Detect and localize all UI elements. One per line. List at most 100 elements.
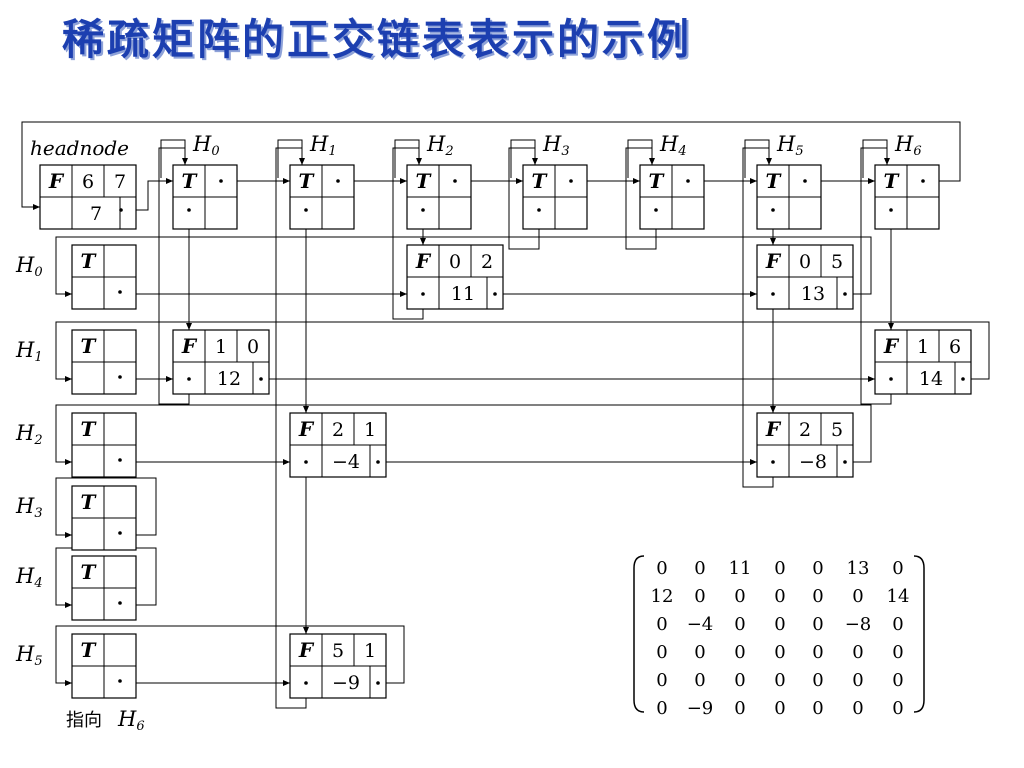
matrix-cell: 0 — [892, 558, 903, 579]
matrix-cell: 0 — [656, 614, 667, 635]
col-cell: 1 — [364, 419, 376, 441]
link-line — [394, 139, 422, 178]
value-cell: −4 — [332, 451, 360, 473]
link-line — [55, 477, 157, 538]
pointer-dot — [453, 179, 457, 183]
tag-cell: T — [416, 169, 433, 193]
matrix-cell: −8 — [845, 614, 872, 635]
matrix-cell: 0 — [852, 586, 863, 607]
link-line — [510, 139, 538, 178]
col-cell: 0 — [247, 336, 259, 358]
matrix-cell: 0 — [694, 586, 705, 607]
column-head-5: T — [756, 164, 822, 230]
row-cell: 0 — [799, 251, 811, 273]
column-head-label-1: H1 — [309, 132, 337, 159]
tag-cell: F — [181, 334, 198, 358]
matrix-cell: 0 — [774, 670, 785, 691]
col-cell: 5 — [831, 419, 843, 441]
row-head-label-3: H3 — [15, 494, 43, 521]
pointer-dot — [771, 292, 775, 296]
matrix-cell: 0 — [734, 586, 745, 607]
tag-cell: T — [766, 169, 783, 193]
row-cell: 5 — [332, 640, 344, 662]
tag-cell: T — [649, 169, 666, 193]
value-cell: 13 — [801, 283, 825, 305]
col-cell: 6 — [949, 336, 961, 358]
tag-cell: T — [884, 169, 901, 193]
matrix-cell: 0 — [656, 642, 667, 663]
column-head-6: T — [874, 164, 940, 230]
link-line — [392, 147, 424, 320]
row-cell: 6 — [82, 171, 94, 193]
tag-cell: F — [765, 249, 782, 273]
pointer-dot — [259, 377, 263, 381]
pointer-dot — [187, 208, 191, 212]
matrix-cell: 0 — [734, 670, 745, 691]
link-line — [625, 147, 657, 250]
matrix-cell: 0 — [892, 698, 903, 719]
pointer-dot — [421, 292, 425, 296]
link-line — [862, 139, 890, 178]
tag-cell: T — [81, 560, 98, 584]
pointer-dot — [304, 460, 308, 464]
link-line — [508, 147, 540, 250]
col-cell: 7 — [114, 171, 126, 193]
pointer-dot — [843, 292, 847, 296]
pointer-dot — [119, 208, 123, 212]
row-cell: 0 — [449, 251, 461, 273]
matrix-cell: 12 — [651, 586, 674, 607]
row-head-label-5: H5 — [15, 642, 43, 669]
pointer-dot — [889, 208, 893, 212]
link-line — [21, 121, 961, 210]
matrix-cell: 0 — [734, 642, 745, 663]
matrix-cell: 0 — [812, 698, 823, 719]
pointer-dot — [336, 179, 340, 183]
column-head-label-4: H4 — [659, 132, 687, 159]
matrix-cell: 0 — [656, 698, 667, 719]
matrix-cell: 0 — [852, 698, 863, 719]
row-head-label-4: H4 — [15, 564, 43, 591]
value-cell: 11 — [451, 283, 475, 305]
value-cell: 14 — [919, 368, 943, 390]
slide-title: 稀疏矩阵的正交链表表示的示例 — [62, 15, 693, 64]
pointer-dot — [961, 377, 965, 381]
pointer-dot — [569, 179, 573, 183]
matrix-cell: 14 — [887, 586, 910, 607]
pointer-dot — [118, 601, 122, 605]
link-line — [860, 147, 892, 405]
matrix-cell: 11 — [729, 558, 752, 579]
matrix-left-bracket — [633, 555, 645, 713]
column-head-label-6: H6 — [894, 132, 922, 159]
matrix-cell: 0 — [812, 614, 823, 635]
tag-cell: T — [532, 169, 549, 193]
pointer-dot — [421, 208, 425, 212]
row-head-label-1: H1 — [15, 338, 43, 365]
column-head-label-5: H5 — [776, 132, 804, 159]
tag-cell: T — [182, 169, 199, 193]
tag-cell: F — [415, 249, 432, 273]
matrix-cell: 0 — [812, 642, 823, 663]
tag-cell: F — [48, 169, 65, 193]
pointer-dot — [493, 292, 497, 296]
pointer-dot — [771, 208, 775, 212]
tag-cell: F — [298, 417, 315, 441]
link-line — [55, 625, 405, 686]
pointer-dot — [304, 681, 308, 685]
matrix-cell: 0 — [694, 670, 705, 691]
row-head-1: T — [71, 329, 137, 395]
matrix-cell: 0 — [656, 558, 667, 579]
row-cell: 1 — [917, 336, 929, 358]
matrix-cell: −9 — [687, 698, 714, 719]
tag-cell: T — [81, 417, 98, 441]
link-line — [627, 139, 655, 178]
matrix-cell: 0 — [892, 614, 903, 635]
matrix-cell: 0 — [734, 698, 745, 719]
column-head-label-2: H2 — [426, 132, 454, 159]
pointer-dot — [537, 208, 541, 212]
tag-cell: F — [298, 638, 315, 662]
